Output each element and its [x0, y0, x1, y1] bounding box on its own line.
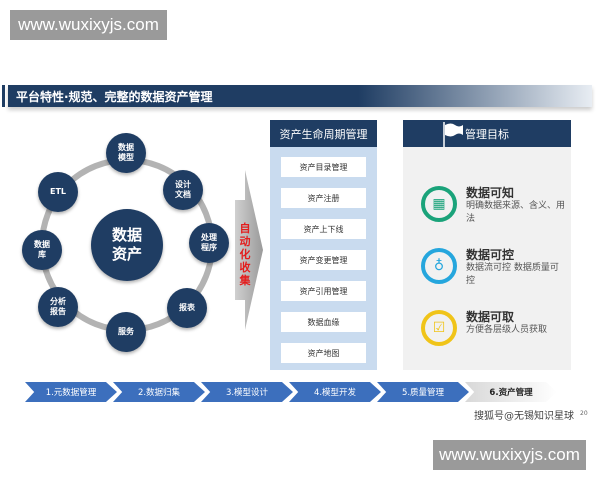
page-title: 平台特性·规范、完整的数据资产管理	[16, 90, 213, 104]
goal-desc: 方便各层级人员获取	[466, 325, 548, 335]
watermark-top: www.wuxixyjs.com	[10, 10, 167, 40]
node-label: 分析报告	[50, 297, 66, 316]
lifecycle-item[interactable]: 资产目录管理	[281, 157, 366, 177]
goal-title: 数据可知	[466, 186, 515, 200]
lightbulb-icon: ♁	[421, 248, 457, 284]
lifecycle-item[interactable]: 资产上下线	[281, 219, 366, 239]
lifecycle-panel: 资产目录管理资产注册资产上下线资产变更管理资产引用管理数据血缘资产地图	[270, 147, 377, 370]
node-label: 处理程序	[201, 233, 217, 252]
lifecycle-header: 资产生命周期管理	[270, 120, 377, 147]
node-1: 设计文档	[163, 170, 203, 210]
flag-icon	[443, 122, 463, 147]
auto-collect-label: 自动化收集	[239, 222, 251, 287]
node-0: 数据模型	[106, 133, 146, 173]
page-number: 20	[580, 410, 588, 417]
node-label: 设计文档	[175, 180, 191, 199]
lifecycle-item[interactable]: 数据血缘	[281, 312, 366, 332]
goal-desc: 明确数据来源、含义、用法	[466, 201, 566, 224]
goal-item: ♁ 数据可控数据流可控 数据质量可控	[421, 246, 571, 296]
step-6: 6.资产管理	[465, 382, 557, 402]
goal-title: 数据可取	[466, 310, 515, 324]
goals-header-label: 管理目标	[465, 127, 509, 141]
node-label: 报表	[179, 303, 195, 312]
node-label: 数据库	[34, 240, 50, 259]
node-7: ETL	[38, 172, 78, 212]
goal-item: ☑ 数据可取方便各层级人员获取	[421, 308, 571, 358]
checkbox-icon: ☑	[421, 310, 457, 346]
goals-panel: ▦ 数据可知明确数据来源、含义、用法 ♁ 数据可控数据流可控 数据质量可控 ☑ 数据可取方…	[403, 147, 571, 370]
step-1: 1.元数据管理	[25, 382, 117, 402]
watermark-bottom: www.wuxixyjs.com	[433, 440, 586, 470]
node-label: ETL	[49, 187, 67, 196]
node-3: 报表	[167, 288, 207, 328]
node-4: 服务	[106, 312, 146, 352]
goal-item: ▦ 数据可知明确数据来源、含义、用法	[421, 184, 571, 234]
step-3: 3.模型设计	[201, 382, 293, 402]
step-2: 2.数据归集	[113, 382, 205, 402]
center-node: 数据资产	[91, 209, 163, 281]
step-4: 4.模型开发	[289, 382, 381, 402]
goals-header: 管理目标	[403, 120, 571, 147]
node-2: 处理程序	[189, 223, 229, 263]
goal-desc: 数据流可控 数据质量可控	[466, 263, 559, 286]
node-label: 服务	[118, 327, 134, 336]
lifecycle-item[interactable]: 资产引用管理	[281, 281, 366, 301]
goal-title: 数据可控	[466, 248, 515, 262]
node-6: 数据库	[22, 230, 62, 270]
lifecycle-item[interactable]: 资产变更管理	[281, 250, 366, 270]
step-5: 5.质量管理	[377, 382, 469, 402]
title-bar: 平台特性·规范、完整的数据资产管理	[2, 85, 592, 107]
lifecycle-item[interactable]: 资产注册	[281, 188, 366, 208]
lifecycle-item[interactable]: 资产地图	[281, 343, 366, 363]
arrow-icon	[235, 170, 263, 330]
sohu-watermark: 搜狐号@无锡知识星球	[474, 411, 574, 422]
node-5: 分析报告	[38, 287, 78, 327]
node-label: 数据模型	[118, 143, 134, 162]
calendar-check-icon: ▦	[421, 186, 457, 222]
